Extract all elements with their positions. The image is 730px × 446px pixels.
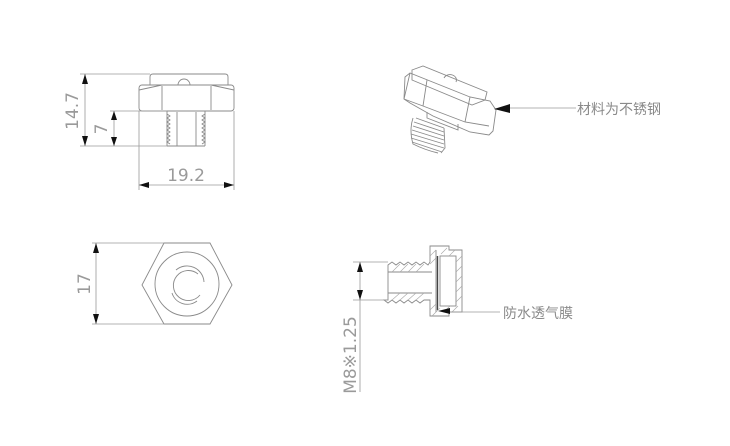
section-view: M8※1.25 <box>341 245 500 394</box>
top-view: 17 <box>75 242 233 325</box>
dim-thread-spec: M8※1.25 <box>341 316 361 394</box>
membrane-callout: 防水透气膜 <box>503 306 573 322</box>
isometric-view <box>403 65 576 154</box>
dim-width: 19.2 <box>167 166 205 186</box>
front-view: 14.7 7 19.2 <box>63 73 235 190</box>
dim-overall-height: 14.7 <box>63 92 83 130</box>
dim-thread-length: 7 <box>92 124 112 135</box>
dim-across-flats: 17 <box>75 273 95 295</box>
material-callout: 材料为不锈钢 <box>577 102 661 118</box>
